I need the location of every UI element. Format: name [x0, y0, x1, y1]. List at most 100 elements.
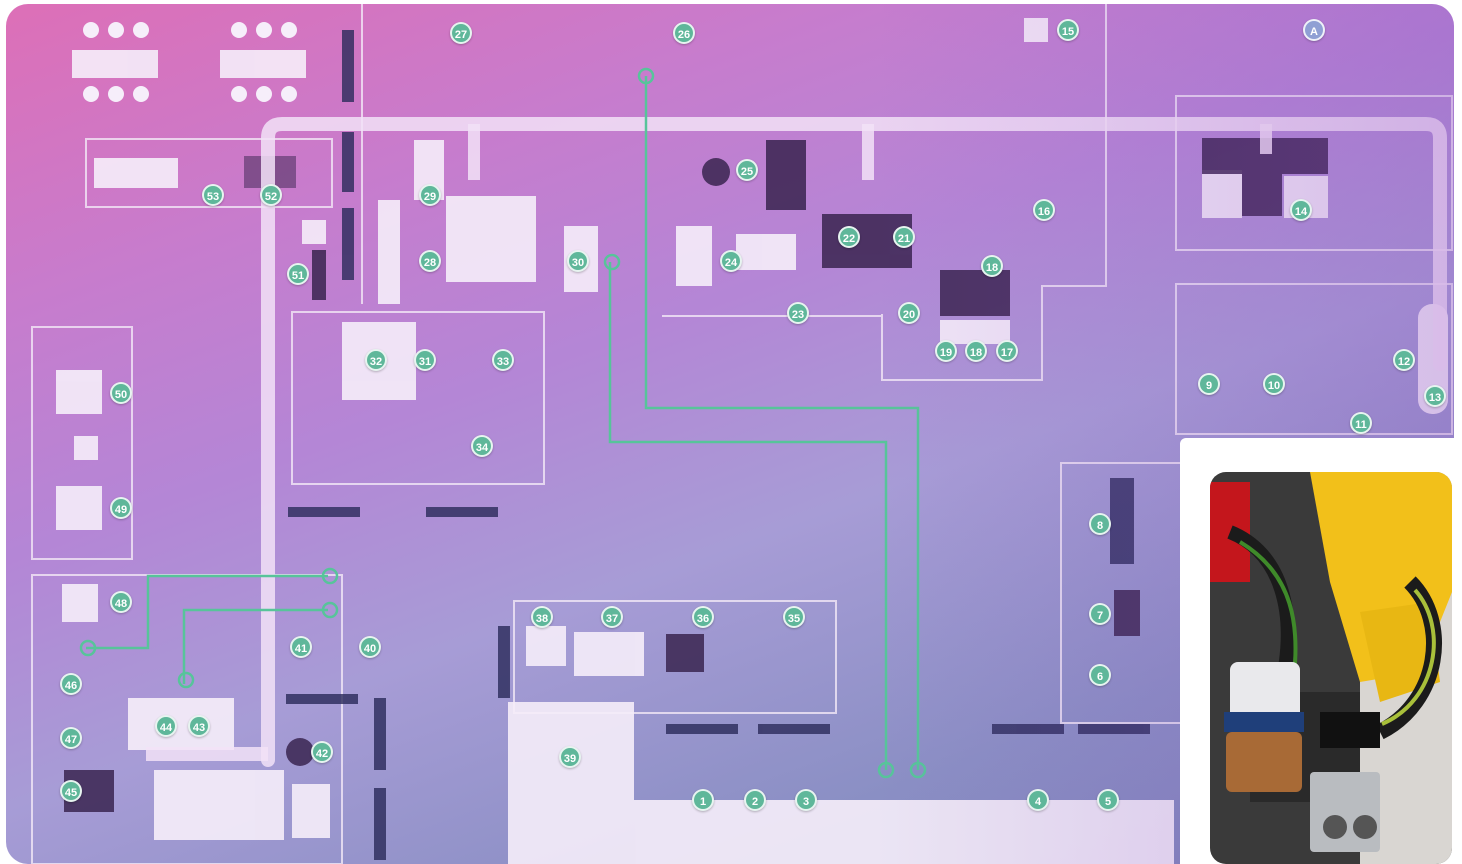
zone-outline — [513, 600, 837, 714]
station-marker-22[interactable]: 22 — [838, 226, 860, 248]
zone-outline — [1175, 283, 1453, 435]
station-marker-18-lower[interactable]: 18 — [965, 340, 987, 362]
station-marker-26[interactable]: 26 — [673, 22, 695, 44]
rack — [374, 698, 386, 770]
station-marker-27[interactable]: 27 — [450, 22, 472, 44]
station-marker-31[interactable]: 31 — [414, 349, 436, 371]
machine — [1114, 590, 1140, 636]
workbench — [94, 158, 178, 188]
station-marker-42[interactable]: 42 — [311, 741, 333, 763]
machine — [574, 632, 644, 676]
station-marker-15[interactable]: 15 — [1057, 19, 1079, 41]
zone-outline — [881, 4, 1107, 381]
station-marker-17[interactable]: 17 — [996, 340, 1018, 362]
rack — [342, 30, 354, 102]
station-marker-44[interactable]: 44 — [155, 715, 177, 737]
station-marker-34[interactable]: 34 — [471, 435, 493, 457]
station-marker-41[interactable]: 41 — [290, 636, 312, 658]
station-marker-10[interactable]: 10 — [1263, 373, 1285, 395]
station-marker-19[interactable]: 19 — [935, 340, 957, 362]
station-marker-50[interactable]: 50 — [110, 382, 132, 404]
station-marker-33[interactable]: 33 — [492, 349, 514, 371]
tank — [286, 738, 314, 766]
station-marker-35[interactable]: 35 — [783, 606, 805, 628]
station-marker-38[interactable]: 38 — [531, 606, 553, 628]
machine — [1024, 18, 1048, 42]
robot-arm-photo-illustration — [1210, 472, 1452, 864]
machine — [940, 270, 1010, 316]
station-marker-18[interactable]: 18 — [981, 255, 1003, 277]
station-marker-7[interactable]: 7 — [1089, 603, 1111, 625]
station-marker-39[interactable]: 39 — [559, 746, 581, 768]
machine — [62, 584, 98, 622]
station-marker-46[interactable]: 46 — [60, 673, 82, 695]
station-marker-40[interactable]: 40 — [359, 636, 381, 658]
machine — [378, 200, 400, 304]
rack — [758, 724, 830, 734]
station-marker-1[interactable]: 1 — [692, 789, 714, 811]
station-marker-36[interactable]: 36 — [692, 606, 714, 628]
station-marker-45[interactable]: 45 — [60, 780, 82, 802]
station-marker-43[interactable]: 43 — [188, 715, 210, 737]
route-endpoints — [79, 67, 927, 779]
station-marker-51[interactable]: 51 — [287, 263, 309, 285]
machine — [666, 634, 704, 672]
machine — [1202, 170, 1242, 218]
station-marker-52[interactable]: 52 — [260, 184, 282, 206]
station-marker-47[interactable]: 47 — [60, 727, 82, 749]
route-line — [182, 608, 328, 684]
routing-lines — [86, 76, 920, 770]
station-marker-20[interactable]: 20 — [898, 302, 920, 324]
route-line — [86, 574, 328, 650]
rack — [992, 724, 1064, 734]
zone-marker-a[interactable]: A — [1303, 19, 1325, 41]
station-marker-9[interactable]: 9 — [1198, 373, 1220, 395]
station-marker-32[interactable]: 32 — [365, 349, 387, 371]
station-marker-30[interactable]: 30 — [567, 250, 589, 272]
floor-plan-drawing — [31, 4, 1453, 864]
machine — [526, 626, 566, 666]
station-marker-24[interactable]: 24 — [720, 250, 742, 272]
station-marker-13[interactable]: 13 — [1424, 385, 1446, 407]
rack — [286, 694, 358, 704]
zone-outline — [85, 138, 333, 208]
station-marker-53[interactable]: 53 — [202, 184, 224, 206]
rack — [288, 507, 360, 517]
machine — [736, 234, 796, 270]
table — [72, 50, 158, 78]
station-marker-48[interactable]: 48 — [110, 591, 132, 613]
rack — [1110, 478, 1134, 564]
large-platform — [508, 702, 634, 864]
station-marker-37[interactable]: 37 — [601, 606, 623, 628]
large-platform — [628, 800, 1174, 864]
rack — [374, 788, 386, 860]
station-marker-16[interactable]: 16 — [1033, 199, 1055, 221]
zone-outlines — [31, 4, 1453, 864]
station-marker-49[interactable]: 49 — [110, 497, 132, 519]
station-marker-3[interactable]: 3 — [795, 789, 817, 811]
station-marker-14[interactable]: 14 — [1290, 199, 1312, 221]
zone-outline — [291, 311, 545, 485]
machine — [128, 698, 234, 750]
station-marker-28[interactable]: 28 — [419, 250, 441, 272]
station-marker-4[interactable]: 4 — [1027, 789, 1049, 811]
station-marker-25[interactable]: 25 — [736, 159, 758, 181]
route-line — [644, 76, 920, 770]
station-marker-2[interactable]: 2 — [744, 789, 766, 811]
station-marker-29[interactable]: 29 — [419, 184, 441, 206]
station-marker-12[interactable]: 12 — [1393, 349, 1415, 371]
tank — [702, 158, 730, 186]
robot-arm-photo — [1210, 472, 1452, 864]
station-marker-23[interactable]: 23 — [787, 302, 809, 324]
main-duct — [261, 117, 1447, 767]
machine — [302, 220, 326, 244]
machine — [676, 226, 712, 286]
station-marker-8[interactable]: 8 — [1089, 513, 1111, 535]
machine — [292, 784, 330, 838]
route-line — [608, 262, 888, 770]
station-marker-6[interactable]: 6 — [1089, 664, 1111, 686]
station-marker-21[interactable]: 21 — [893, 226, 915, 248]
station-marker-11[interactable]: 11 — [1350, 412, 1372, 434]
station-marker-5[interactable]: 5 — [1097, 789, 1119, 811]
